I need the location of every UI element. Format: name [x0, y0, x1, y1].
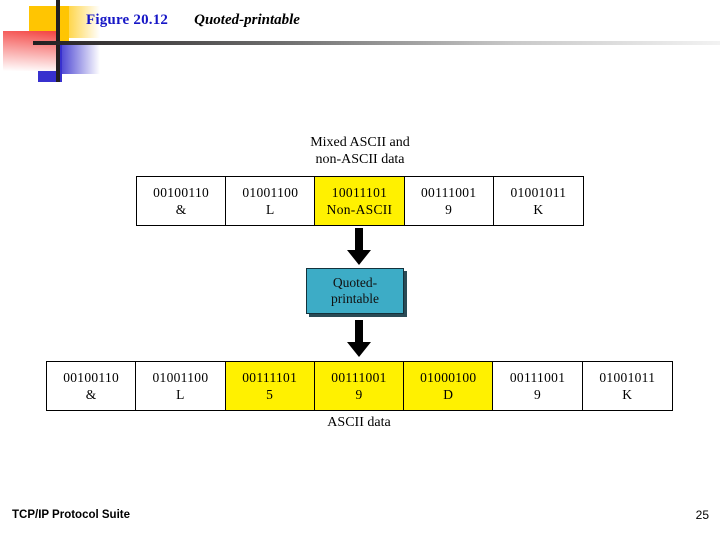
byte-character: L [266, 202, 275, 217]
byte-cell: 00111101 5 [225, 362, 315, 410]
byte-bits: 00100110 [153, 185, 210, 200]
figure-title: Quoted-printable [194, 12, 300, 28]
byte-bits: 00100110 [63, 370, 120, 385]
byte-bits: 01001100 [152, 370, 209, 385]
byte-character: 5 [266, 387, 274, 402]
byte-character: 9 [445, 202, 453, 217]
arrow-down-icon [347, 228, 371, 265]
byte-bits: 00111001 [331, 370, 387, 385]
figure-number: Figure 20.12 [86, 12, 169, 28]
process-box-line-2: printable [331, 291, 379, 306]
byte-bits: 00111001 [509, 370, 566, 385]
byte-character: K [622, 387, 633, 402]
byte-character: Non-ASCII [326, 202, 393, 217]
byte-bits: 01001011 [599, 370, 656, 385]
quoted-printable-process-box: Quoted- printable [306, 268, 404, 314]
byte-character: & [175, 202, 187, 217]
bottom-caption: ASCII data [327, 415, 391, 430]
page-title: Figure 20.12 Quoted-printable [86, 11, 300, 29]
byte-cell: 00111001 9 [404, 177, 494, 225]
byte-character: 9 [355, 387, 363, 402]
byte-bits: 00111101 [242, 370, 298, 385]
top-caption: Mixed ASCII and non-ASCII data [310, 135, 410, 167]
footer-slide-number: 25 [695, 508, 709, 522]
byte-bits: 00111001 [421, 185, 477, 200]
byte-bits: 01000100 [420, 370, 477, 385]
arrow-down-icon [347, 320, 371, 357]
byte-bits: 01001100 [242, 185, 299, 200]
byte-character: 9 [534, 387, 542, 402]
byte-cell: 00111001 9 [314, 362, 405, 410]
byte-cell: 00111001 9 [493, 362, 583, 410]
footer-book-title: TCP/IP Protocol Suite [12, 509, 130, 521]
byte-character: D [443, 387, 454, 402]
process-box-line-1: Quoted- [332, 275, 378, 290]
byte-cell: 00100110 & [47, 362, 137, 410]
byte-character: L [176, 387, 185, 402]
byte-bits: 01001011 [510, 185, 567, 200]
byte-character: K [533, 202, 544, 217]
byte-cell: 00100110 & [137, 177, 227, 225]
byte-bits: 10011101 [331, 185, 388, 200]
byte-character: & [85, 387, 97, 402]
